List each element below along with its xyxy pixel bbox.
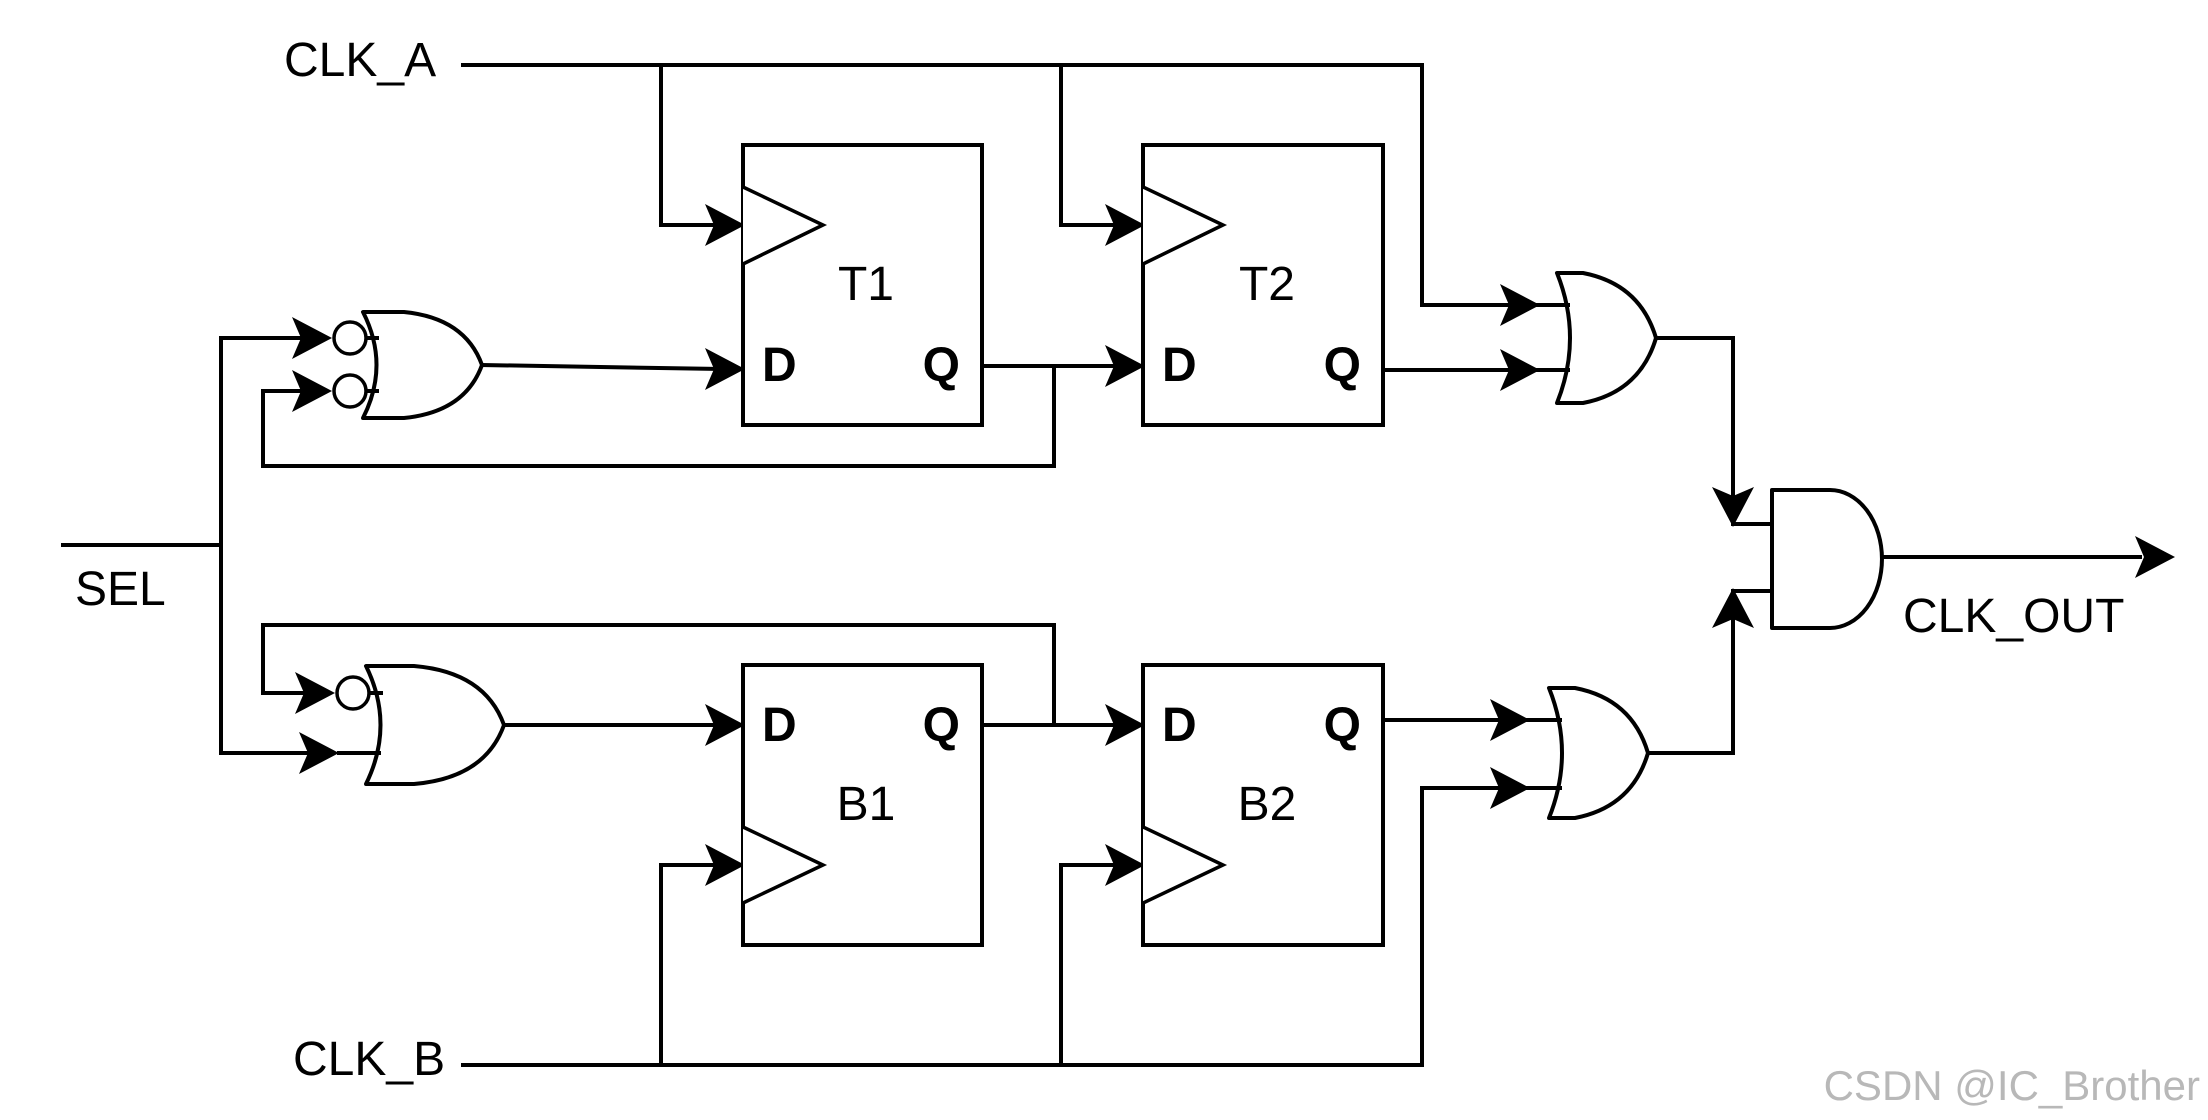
flipflop-name: T2 [1239, 258, 1295, 311]
arrowhead [295, 672, 335, 714]
arrowhead [1500, 349, 1540, 391]
top-or-gate-body [361, 310, 484, 420]
arrowhead [1490, 699, 1530, 741]
arrowheads [292, 204, 2175, 886]
bottom-or-gate-body [364, 664, 506, 786]
q-pin-label: Q [1324, 339, 1361, 392]
top-gate-to-t1-d-wire [479, 362, 723, 372]
arrowhead [1105, 704, 1145, 746]
flipflop-box [1141, 663, 1385, 947]
top-output-or-gate [1536, 271, 1658, 405]
flipflop-name: B2 [1238, 778, 1297, 831]
flipflop-b1: B1 D Q [741, 663, 984, 947]
clk-a-label: CLK_A [284, 34, 436, 87]
flipflop-name: B1 [837, 778, 896, 831]
q-pin-label: Q [923, 339, 960, 392]
arrowhead [1500, 284, 1540, 326]
or-gate-body [1555, 271, 1658, 405]
bottom-output-or-gate [1526, 686, 1650, 820]
and-gate-body [1770, 488, 1884, 630]
clk-b-label: CLK_B [293, 1033, 445, 1086]
arrowhead [705, 204, 745, 246]
clk-out-label: CLK_OUT [1903, 590, 2124, 643]
sel-label: SEL [75, 563, 166, 616]
arrowhead [1490, 767, 1530, 809]
clock-input-triangle [1142, 825, 1228, 905]
q-pin-label: Q [923, 699, 960, 752]
arrowhead [1105, 204, 1145, 246]
flipflop-name: T1 [838, 258, 894, 311]
arrowhead [705, 844, 745, 886]
d-pin-label: D [1162, 699, 1197, 752]
b2-d-feedback-wire [261, 623, 1056, 727]
arrowhead [292, 370, 332, 412]
t2-d-feedback-wire [261, 364, 1056, 468]
flipflop-t2: T2 D Q [1141, 143, 1385, 427]
arrowhead [1105, 345, 1145, 387]
top-select-gate [332, 310, 484, 420]
arrowhead [1712, 487, 1754, 527]
arrowhead [1712, 588, 1754, 628]
inverter-bubble [335, 675, 371, 711]
inverter-bubble [332, 373, 368, 409]
q-pin-label: Q [1324, 699, 1361, 752]
arrowhead [292, 317, 332, 359]
flipflop-box [741, 663, 984, 947]
flipflop-box [1141, 143, 1385, 427]
d-pin-label: D [1162, 339, 1197, 392]
wires [61, 63, 2142, 1067]
d-pin-label: D [762, 339, 797, 392]
flipflop-b2: B2 D Q [1141, 663, 1385, 947]
d-pin-label: D [762, 699, 797, 752]
arrowhead [299, 732, 339, 774]
output-and-gate [1731, 488, 1884, 630]
clk-b-wire [461, 786, 1507, 1067]
inverter-bubble [332, 320, 368, 356]
arrowhead [2135, 536, 2175, 578]
arrowhead [1105, 844, 1145, 886]
clock-input-triangle [742, 825, 828, 905]
clock-input-triangle [1142, 185, 1228, 266]
top-or-to-and-wire [1654, 336, 1735, 512]
flipflop-box [741, 143, 984, 427]
clk-b-to-b1-wire [659, 863, 722, 1067]
arrowhead [705, 704, 745, 746]
or-gate-body [1547, 686, 1650, 820]
clk-b-to-b2-wire [1059, 863, 1122, 1067]
clk-a-wire [461, 63, 1517, 307]
arrowhead [705, 348, 745, 390]
bottom-or-to-and-wire [1646, 603, 1735, 755]
flipflop-t1: T1 D Q [741, 143, 984, 427]
bottom-select-gate [335, 664, 506, 786]
clock-input-triangle [742, 185, 828, 266]
clk-a-to-t2-wire [1059, 63, 1122, 227]
clk-a-to-t1-wire [659, 63, 722, 227]
watermark: CSDN @IC_Brother [1824, 1062, 2200, 1109]
